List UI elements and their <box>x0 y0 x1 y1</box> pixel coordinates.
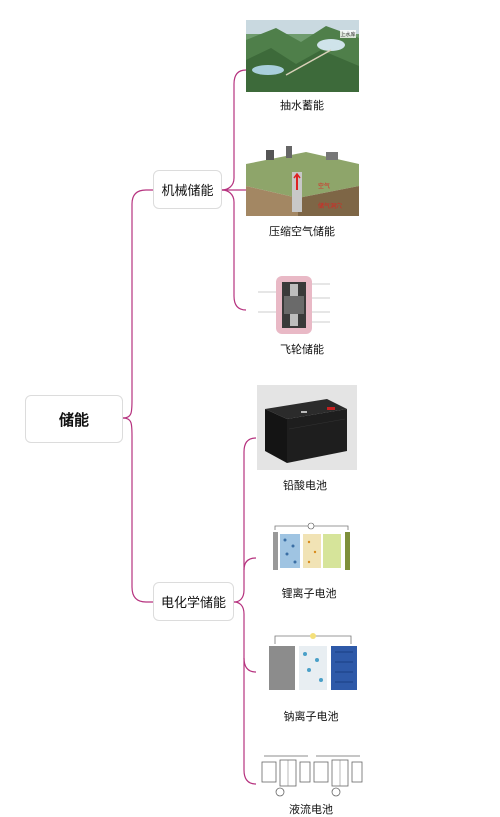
connector-root-electrochemical <box>122 417 153 603</box>
caption-lead-acid: 铅酸电池 <box>283 479 327 492</box>
air-label-up: 空气 <box>318 182 330 190</box>
connector-electro-bracket-top <box>233 437 257 603</box>
caption-pumped-hydro: 抽水蓄能 <box>280 99 324 112</box>
caption-flow-battery: 液流电池 <box>289 803 333 816</box>
branch-node-mechanical[interactable]: 机械储能 <box>153 170 222 209</box>
hydro-pool-label: 上水库 <box>340 31 355 38</box>
branch-label-electrochemical: 电化学储能 <box>160 596 226 611</box>
branch-node-electrochemical[interactable]: 电化学储能 <box>153 582 234 621</box>
pumped-hydro-image: 上水库 <box>246 20 359 92</box>
caption-lithium-ion: 锂离子电池 <box>281 587 337 600</box>
connector-mechanical-bracket-bottom <box>221 189 247 311</box>
connector-electro-mid1 <box>243 557 257 571</box>
flywheel-image <box>252 270 337 338</box>
caption-compressed-air: 压缩空气储能 <box>269 225 335 238</box>
lithium-ion-image <box>265 522 358 580</box>
compressed-air-image: 空气 储气洞穴 <box>246 142 359 216</box>
flow-battery-image <box>256 750 368 800</box>
connector-root-mechanical <box>122 189 153 419</box>
sodium-ion-image <box>263 630 363 702</box>
air-label-cavern: 储气洞穴 <box>318 202 342 210</box>
lead-acid-image <box>257 385 357 470</box>
root-node[interactable]: 储能 <box>25 395 123 443</box>
connector-electro-mid2 <box>233 601 257 673</box>
connector-mechanical-bracket-top <box>221 69 247 191</box>
caption-sodium-ion: 钠离子电池 <box>283 710 339 723</box>
branch-label-mechanical: 机械储能 <box>161 184 214 199</box>
connector-electro-bracket-bottom <box>243 658 257 785</box>
caption-flywheel: 飞轮储能 <box>280 343 324 356</box>
root-label: 储能 <box>58 410 89 429</box>
